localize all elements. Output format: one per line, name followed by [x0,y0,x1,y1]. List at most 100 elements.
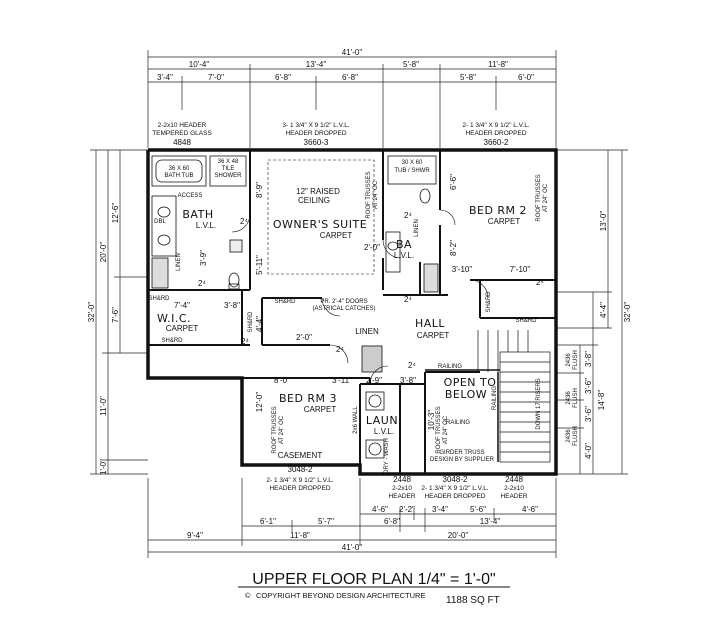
pair-doors-note: PR. 2'-4" DOORS [320,299,367,305]
room-wic: W.I.C. [157,312,191,325]
room-bed3-floor: CARPET [304,405,337,414]
room-ba-floor: L.V.L. [394,251,414,260]
header-note-1: 2-2x10 HEADER [158,122,207,129]
dim-right-13-0: 13'-0" [599,211,608,232]
door-size-6: 2⁴ [336,345,344,354]
bottom-window-4: 2448 [505,475,523,484]
bottom-header-2b: HEADER [388,493,415,500]
bottom-header-4b: HEADER [500,493,527,500]
int-dim-3-9: 3'-9" [199,250,208,266]
dbl-label: DBL [154,219,166,225]
dry-wash-label: DRY - WASH [384,438,390,474]
dim-top-5-8b: 5'-8" [460,73,476,82]
right-dim-labels: 13'-0" 32'-0" 4'-4" 14'-8" 3'-8" 3'-6" 3… [566,211,632,459]
dim-bot-5-7: 5'-7" [318,517,334,526]
window-2436-b: 2436 [566,391,572,405]
dim-bot-2-2: 2'-2" [399,505,415,514]
dim-bot-6-8: 6'-8" [384,517,400,526]
dim-bot-4-6b: 4'-6" [522,505,538,514]
top-dim-labels: 41'-0" 10'-4" 13'-4" 5'-8" 11'-8" 3'-4" … [157,48,534,82]
roof-trusses-3b: AT 24" OC [279,415,285,444]
door-swings [231,209,489,385]
tub-shower-label: TUB / SHWR [394,168,430,174]
dim-left-7-6: 7'-6" [111,307,120,323]
bottom-window-2: 2448 [393,475,411,484]
header-note-3: 2- 1 3/4" X 9 1/2" L.V.L. [462,122,529,129]
bottom-dim-labels: 4'-6" 2'-2" 3'-4" 5'-6" 4'-6" 6'-1" 5'-7… [187,505,538,552]
room-ba: BA [396,238,412,251]
dim-bot-6-1: 6'-1" [260,517,276,526]
shelf-rod-3: SH&RD [161,338,183,344]
bottom-header-notes: 3048-2 2- 1 3/4" X 9 1/2" L.V.L. HEADER … [266,465,527,500]
int-dim-7-10: 7'-10" [510,265,531,274]
open-to-1: OPEN TO [444,376,497,389]
bath-tub-size: 36 X 60 [169,166,190,172]
girder-note-1: GIRDER TRUSS [439,450,484,456]
dim-top-6-8a: 6'-8" [275,73,291,82]
door-size-7: 2⁴ [408,361,416,370]
copyright-text: COPYRIGHT BEYOND DESIGN ARCHITECTURE [256,591,425,600]
room-labels: BATH L.V.L. 36 X 60 BATH TUB 36 X 48 TIL… [148,159,549,474]
room-hall-floor: CARPET [417,331,450,340]
dim-top-6-0: 6'-0" [518,73,534,82]
top-dimensions [147,50,557,148]
access-label: ACCESS [178,193,203,199]
dim-left-32-0: 32'-0" [87,302,96,323]
shower-tile: TILE [222,166,235,172]
exterior-walls [146,148,558,476]
bottom-window-3: 3048-2 [443,475,468,484]
header-note-2b: HEADER DROPPED [285,130,346,137]
stair-down-label: DOWN 17 RISERS [536,378,542,429]
int-dim-6-6: 6'-6" [449,174,458,190]
room-wic-floor: CARPET [166,324,199,333]
title-block: UPPER FLOOR PLAN 1/4" = 1'-0" © COPYRIGH… [238,571,510,606]
shower-label: SHOWER [215,173,243,179]
room-owners-suite: OWNER'S SUITE [273,218,367,231]
bath-fixtures [151,155,439,459]
dim-bot-4-6a: 4'-6" [372,505,388,514]
left-dim-labels: 32'-0" 20'-0" 11'-0" 1'-0" 12'-6" 7'-6" [87,203,120,475]
interior-dimensions: 8'-9" 2'-0" 5'-11" 3'-9" 7'-4" 3'-8" 4'-… [174,174,544,430]
bottom-header-1a: 2- 1 3/4" X 9 1/2" L.V.L. [266,477,333,484]
int-dim-8-2: 8'-2" [449,240,458,256]
bottom-header-2a: 2-2x10 [392,485,412,492]
copyright-symbol: © [245,591,251,600]
int-dim-3-10: 3'-10" [452,265,473,274]
door-size-2: 2⁴ [198,279,206,288]
girder-note-2: DESIGN BY SUPPLIER [430,457,495,463]
window-2436-a: 2436 [566,353,572,367]
header-note-2: 3- 1 3/4" X 9 1/2" L.V.L. [282,122,349,129]
int-dim-2-0b: 2'-0" [296,333,312,342]
int-dim-2-0: 2'-0" [364,243,380,252]
door-size-1: 2⁴ [240,217,248,226]
plan-title: UPPER FLOOR PLAN 1/4" = 1'-0" [252,571,495,588]
pair-doors-note-2: (ASTRICAL CATCHES) [312,306,375,312]
dim-top-overall: 41'-0" [342,48,363,57]
room-bed3: BED RM 3 [279,392,337,405]
door-size-3: 2⁴ [404,211,412,220]
bottom-window-1: 3048-2 [288,465,313,474]
int-dim-8-9: 8'-9" [255,182,264,198]
wall-2x6-label: 2x6 WALL [353,406,359,434]
roof-trusses-2b: AT 24" OC [543,183,549,212]
dim-top-13-4: 13'-4" [306,60,327,69]
window-2436-c-flush: FLUSH [573,426,579,446]
dim-right-3-8: 3'-8" [584,351,593,367]
railing-label-2: RAILING [446,420,470,426]
roof-trusses-4: ROOF TRUSSES [436,406,442,453]
door-size-4: 2⁴ [404,295,412,304]
raised-ceiling [267,159,375,275]
linen-vertical-1: LINEN [176,253,182,271]
bottom-header-3a: 2- 1 3/4" X 9 1/2" L.V.L. [421,485,488,492]
shelf-rod-1: SH&RD [148,296,170,302]
bottom-dimensions [147,478,557,558]
roof-trusses-1b: AT 24" OC [373,180,379,209]
open-to-2: BELOW [445,388,487,401]
shelf-rod-2: SH&RD [274,299,296,305]
dim-left-12-6: 12'-6" [111,203,120,224]
header-note-1b: TEMPERED GLASS [152,130,212,137]
stairs [425,330,551,463]
shelf-rod-5: SH&RD [486,291,492,313]
dim-bot-20-0: 20'-0" [448,531,469,540]
